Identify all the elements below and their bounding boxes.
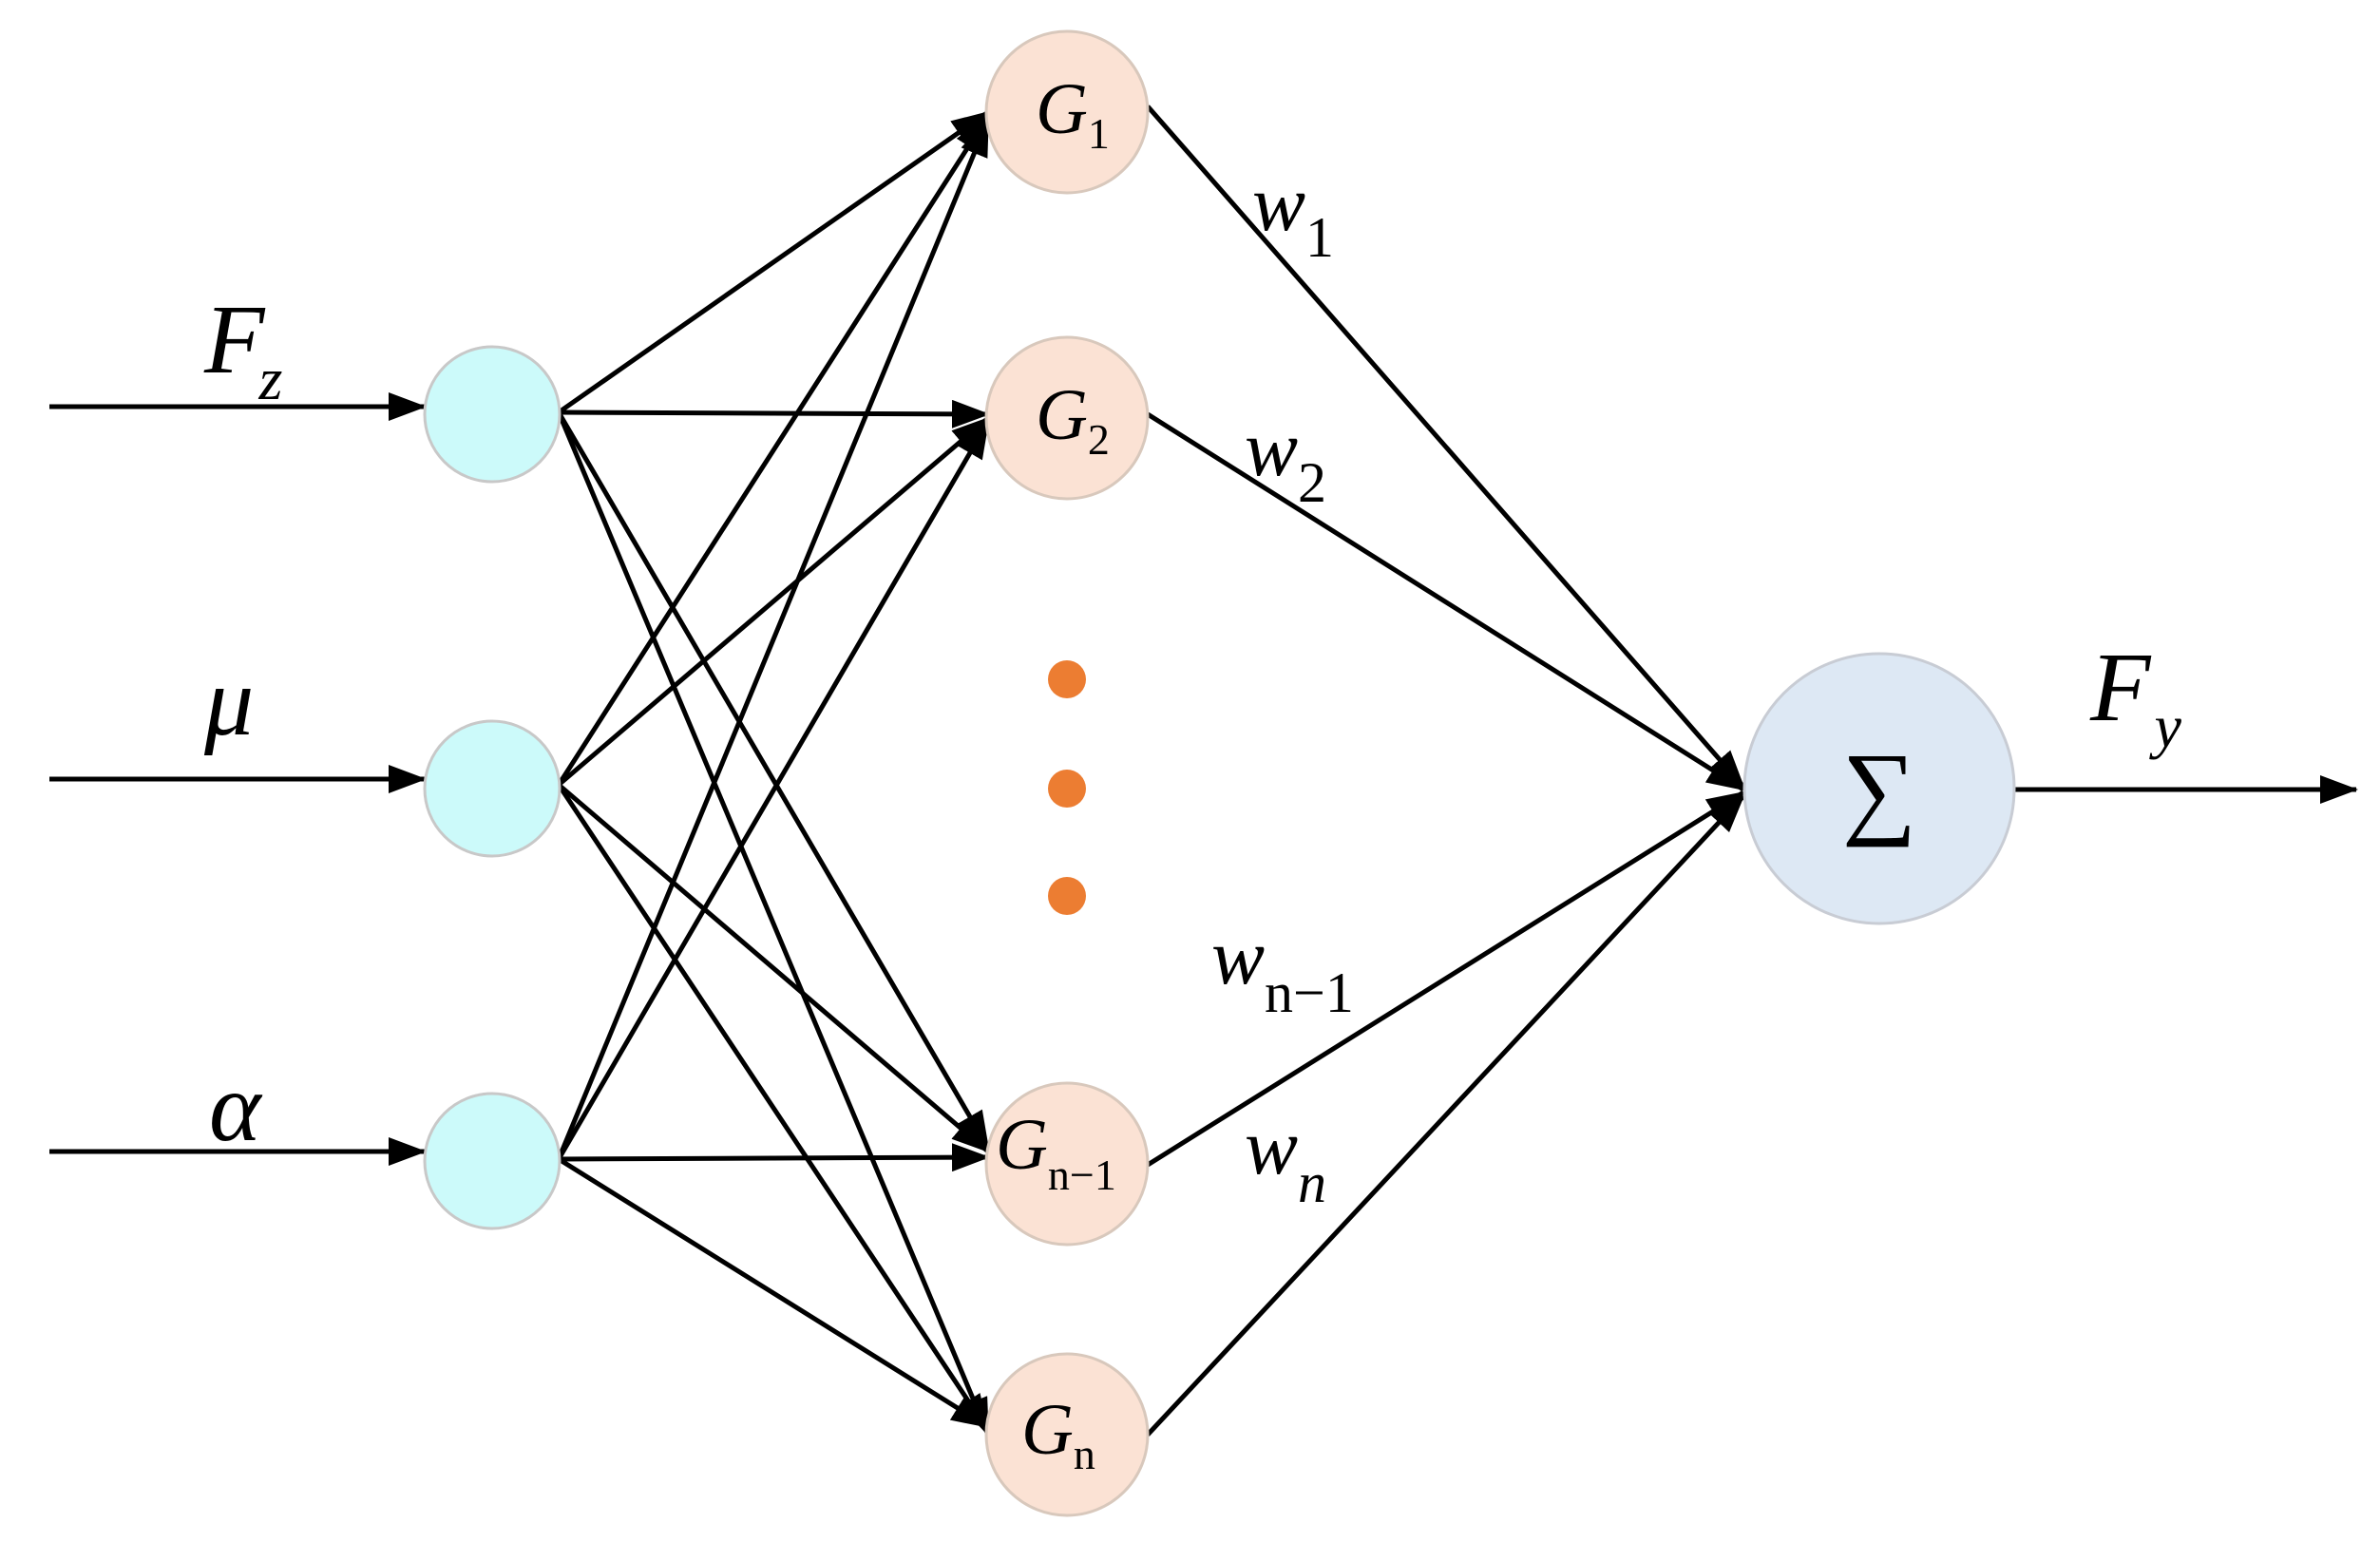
edge-mu-g2	[557, 416, 990, 787]
edge-mu-gn	[556, 783, 991, 1433]
edge-alpha-g1	[556, 118, 991, 1160]
hidden-node-g2	[984, 335, 1150, 501]
hidden-node-gn	[984, 1352, 1150, 1517]
hidden-sum-connections	[1146, 105, 1745, 1437]
hidden-label-gn1: Gn−1	[996, 1105, 1116, 1199]
input-node-alpha	[423, 1092, 562, 1230]
edge-g1-sum	[1146, 105, 1745, 789]
weight-label-w1: w1	[1252, 160, 1334, 269]
hidden-label-g2: G2	[1036, 375, 1110, 464]
edge-fz-g2	[558, 399, 990, 428]
hidden-label-gn: Gn	[1021, 1390, 1095, 1478]
edge-alpha-g2	[556, 420, 991, 1161]
input-hidden-connections	[556, 109, 991, 1437]
edge-alpha-gn1	[558, 1143, 990, 1172]
sum-node	[1742, 652, 2016, 925]
input-node-mu	[423, 719, 562, 858]
weight-label-wn: wn	[1245, 1103, 1326, 1214]
ellipsis-dot	[1048, 877, 1086, 915]
input-label-alpha: α	[209, 1053, 263, 1162]
hidden-label-g1: G1	[1036, 69, 1110, 158]
edge-mu-g1	[556, 114, 991, 787]
sum-symbol: ∑	[1842, 732, 1916, 847]
output-label-fy: Fy	[2089, 633, 2182, 760]
weight-label-w2: w2	[1245, 405, 1326, 514]
input-label-mu: μ	[203, 647, 254, 756]
ellipsis-dot	[1048, 660, 1086, 698]
input-node-fz	[423, 345, 562, 484]
weight-label-wn1: wn−1	[1211, 913, 1354, 1024]
edge-gn-sum	[1146, 794, 1745, 1437]
edge-g2-sum	[1146, 411, 1745, 792]
edge-fz-gn	[556, 411, 991, 1437]
hidden-node-g1	[984, 29, 1150, 195]
edge-fz-g1	[557, 109, 990, 415]
edge-alpha-gn	[557, 1156, 990, 1430]
edge-fz-gn1	[556, 410, 991, 1150]
ellipsis-dot	[1048, 770, 1086, 808]
hidden-node-gn1	[984, 1081, 1150, 1247]
edge-gn1-sum	[1146, 790, 1745, 1168]
edge-mu-gn1	[557, 783, 990, 1153]
input-label-fz: Fz	[203, 285, 283, 412]
ellipsis-dots	[1048, 660, 1086, 915]
